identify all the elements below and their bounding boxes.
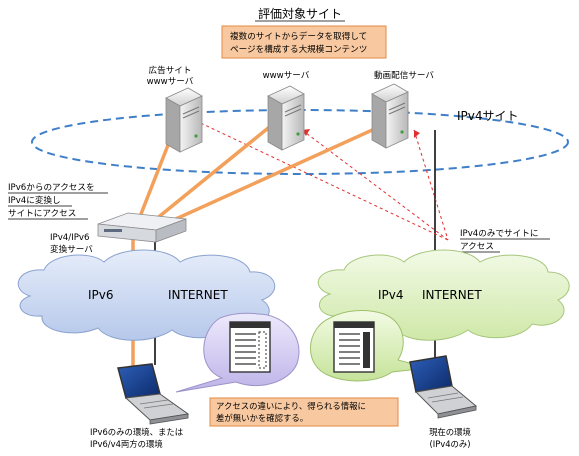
ipv4-note-line-2: アクセス: [460, 241, 494, 252]
red-arrow-video: [414, 130, 420, 138]
ipv4-site-label: IPv4サイト: [457, 109, 519, 123]
gateway-label-1: IPv4/IPv6: [50, 233, 89, 243]
ad-server-label-1: 広告サイト: [149, 64, 192, 76]
ipv6-client-caption-1: IPv6のみの環境、または: [90, 427, 183, 437]
ipv6-note-line-3: サイトにアクセス: [8, 208, 76, 219]
ipv6-client-caption-2: IPv6/v4両方の環境: [90, 439, 163, 449]
ipv6-access-note: IPv6からのアクセスを IPv4に変換し サイトにアクセス: [8, 182, 108, 220]
page-title: 評価対象サイト: [258, 6, 342, 21]
site-note-line-2: ページを構成する大規模コンテンツ: [230, 43, 367, 55]
www-server-label: wwwサーバ: [263, 70, 310, 81]
ipv4-access-paths: [189, 117, 449, 241]
site-note-box: 複数のサイトからデータを取得して ページを構成する大規模コンテンツ: [221, 25, 387, 59]
gateway-label-2: 変換サーバ: [50, 243, 93, 255]
ipv4-cloud-proto: IPv4: [378, 288, 404, 302]
ipv4-note-line-1: IPv4のみでサイトに: [460, 228, 538, 239]
ipv6-cloud-net: INTERNET: [168, 288, 228, 302]
ipv4-document-icon: [333, 321, 375, 373]
ipv6-internet-cloud: IPv6 INTERNET: [17, 249, 276, 341]
ipv6-note-line-2: IPv4に変換し: [8, 194, 61, 206]
ipv4-cloud-net: INTERNET: [422, 288, 482, 302]
check-note-line-2: 差が無いかを確認する。: [216, 413, 308, 423]
site-note-line-1: 複数のサイトからデータを取得して: [230, 30, 367, 42]
ipv6-client-laptop-icon: [117, 363, 190, 425]
ipv6-note-line-1: IPv6からのアクセスを: [8, 182, 95, 193]
ad-server-icon: [165, 87, 203, 153]
check-note-box: アクセスの違いにより、得られる情報に 差が無いかを確認する。: [209, 397, 399, 427]
video-server-label: 動画配信サーバ: [374, 69, 434, 81]
ipv6-document-icon: [229, 321, 271, 373]
www-server-icon: [267, 85, 305, 151]
ipv4-result-bubble: [310, 310, 429, 382]
video-server-icon: [371, 83, 409, 149]
gateway-device-icon: [97, 212, 187, 243]
ipv4-client-laptop-icon: [409, 355, 478, 419]
ipv4-only-note: IPv4のみでサイトに アクセス: [460, 228, 550, 253]
check-note-line-1: アクセスの違いにより、得られる情報に: [216, 401, 366, 411]
ad-server-label-2: wwwサーバ: [147, 76, 194, 87]
ipv4-client-caption-2: (IPv4のみ): [429, 439, 470, 449]
ipv6-cloud-proto: IPv6: [88, 288, 114, 302]
ipv6-result-bubble: [175, 312, 300, 393]
ipv4-client-caption-1: 現在の環境: [429, 427, 471, 437]
